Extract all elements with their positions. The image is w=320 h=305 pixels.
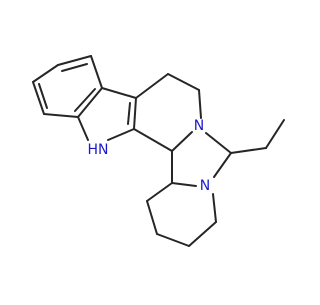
bond xyxy=(77,87,103,118)
bond xyxy=(265,119,285,149)
bond xyxy=(171,182,197,187)
bond xyxy=(212,193,217,223)
bond-double-inner xyxy=(127,102,131,125)
structure-canvas: HN N N xyxy=(32,55,285,247)
bond xyxy=(230,147,267,154)
molecule-structure: HN N N xyxy=(32,55,285,247)
bond xyxy=(135,73,169,99)
bond xyxy=(57,55,92,66)
amine-n-upper-label: N xyxy=(194,118,204,134)
indole-nh-label: HN xyxy=(88,142,109,158)
bond xyxy=(205,132,232,154)
bond xyxy=(188,221,217,247)
bond xyxy=(156,233,190,247)
bond-double-inner xyxy=(38,83,48,109)
bond xyxy=(32,81,45,115)
bond xyxy=(167,73,200,91)
bond xyxy=(43,113,79,118)
bond xyxy=(101,87,137,99)
amine-n-lower-label: N xyxy=(200,178,210,194)
bond-double-inner xyxy=(61,63,88,72)
bond xyxy=(32,64,59,83)
bond-double-inner xyxy=(74,88,96,112)
bond xyxy=(146,182,173,202)
bond xyxy=(171,131,193,152)
bond xyxy=(133,128,173,152)
bond xyxy=(213,152,232,178)
bond xyxy=(90,55,103,89)
bond xyxy=(146,200,158,235)
bond xyxy=(198,89,202,119)
bonds xyxy=(32,55,285,247)
bond xyxy=(77,116,89,141)
atom-labels: HN N N xyxy=(88,118,211,194)
bond xyxy=(107,128,135,141)
bond xyxy=(133,97,137,130)
